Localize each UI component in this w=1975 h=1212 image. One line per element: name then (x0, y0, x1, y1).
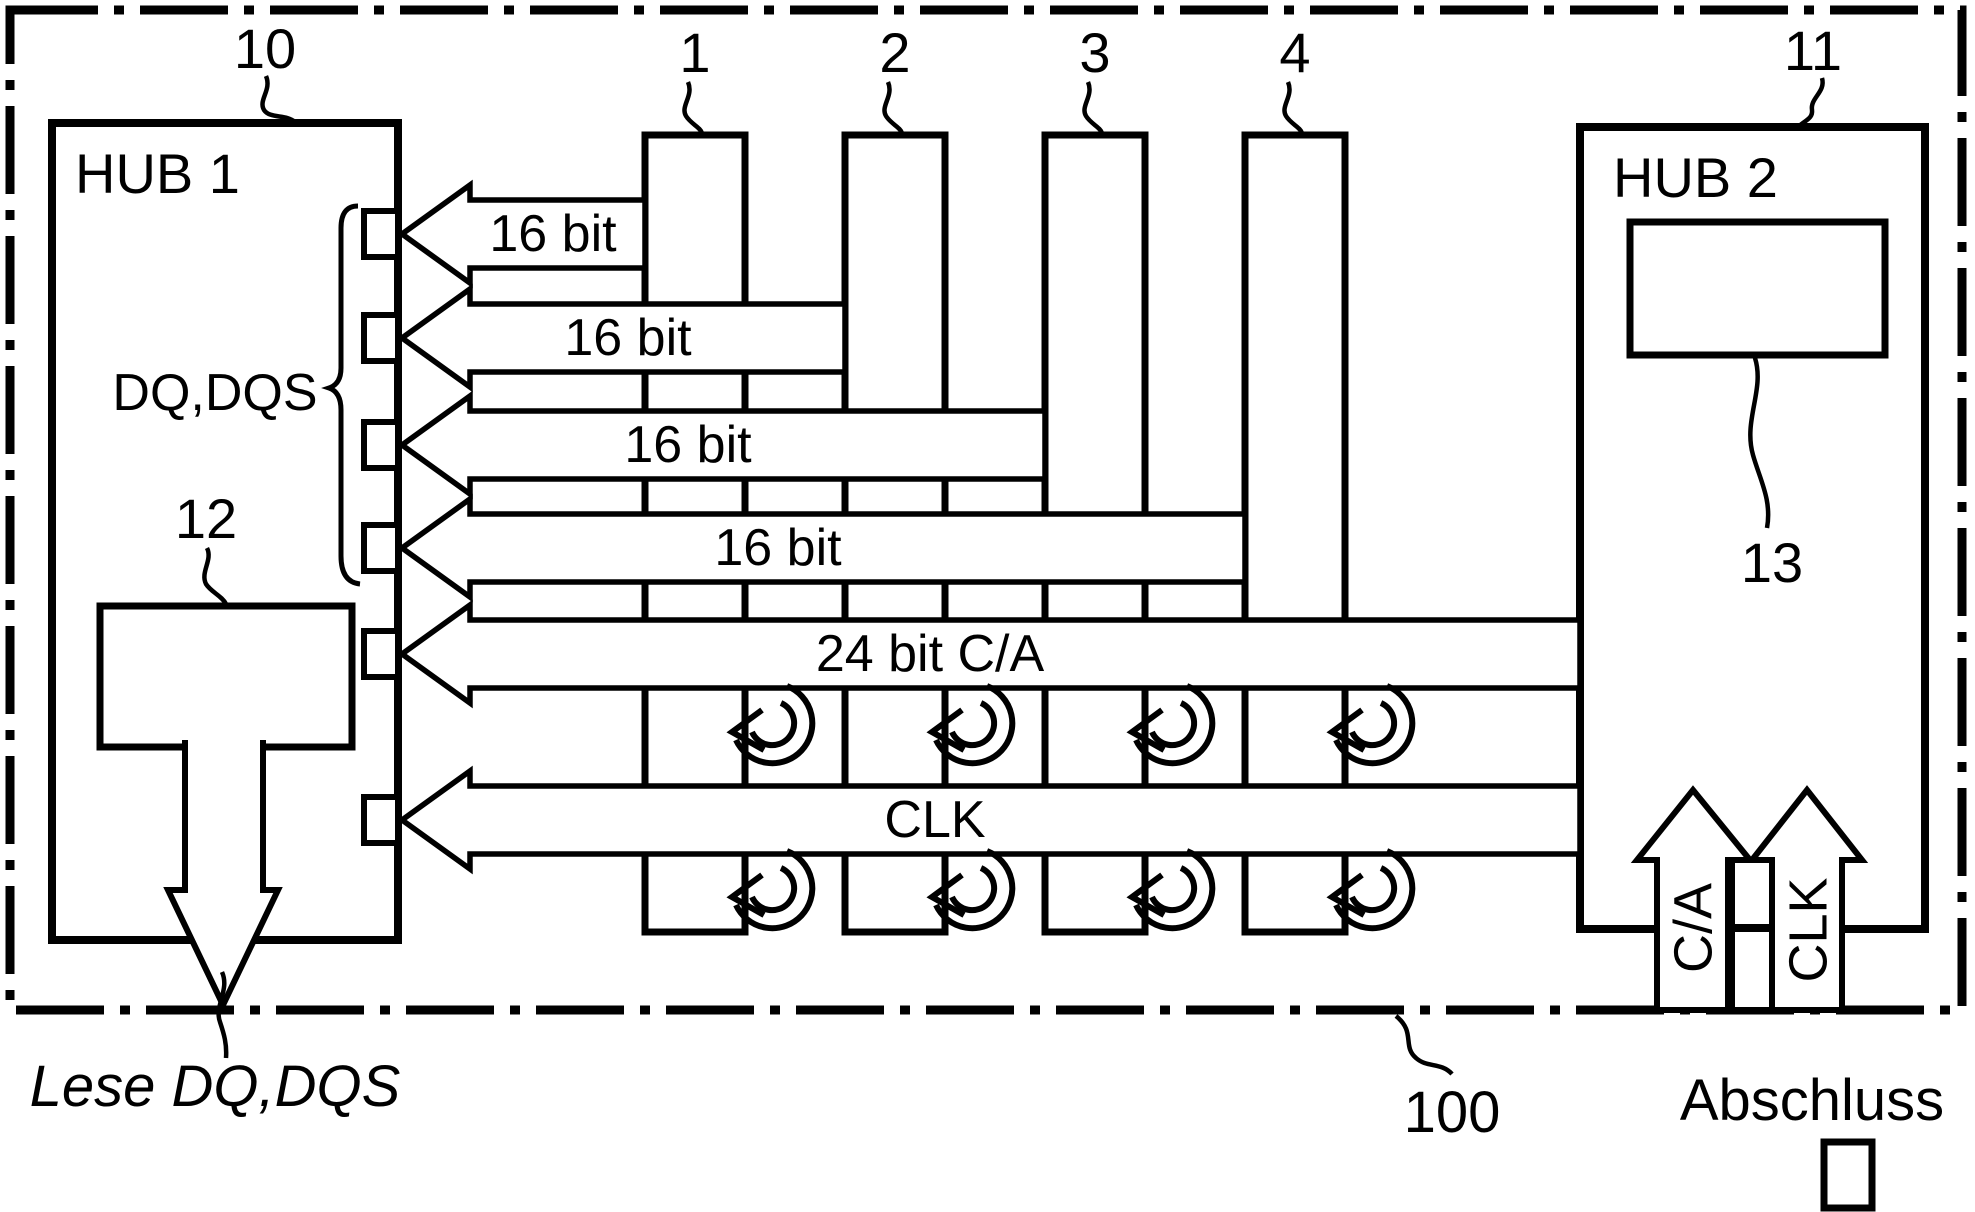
leader-module2 (882, 81, 905, 134)
bus1-arrow (397, 179, 648, 289)
leader-100 (1394, 1014, 1454, 1076)
loopback-arrow-r2-m2 (926, 848, 1016, 932)
pad-dq3 (361, 419, 401, 471)
loopback-arrow-r2-m4 (1326, 848, 1416, 932)
pad-dq1 (361, 208, 401, 260)
curl-stroke (1149, 700, 1198, 749)
loopback-arrows (726, 683, 1416, 932)
loopback-arrow-r1-m4 (1326, 683, 1416, 767)
leader-11 (1797, 77, 1825, 128)
memory-module-border (5, 5, 1967, 1015)
loopback-arrow-r1-m2 (926, 683, 1016, 767)
leader-read-label (216, 971, 229, 1059)
curl-stroke (1326, 707, 1366, 753)
termination-stub (1729, 857, 1775, 1013)
bus-clk-label: CLK (884, 791, 985, 849)
curl-stroke (926, 872, 966, 918)
hub2-title: HUB 2 (1613, 146, 1778, 209)
leader-13 (1748, 357, 1771, 529)
read-down-arrow (163, 740, 283, 1012)
curl-stroke (1333, 683, 1416, 767)
clk-up-arrow (1745, 785, 1869, 1013)
hub1-connector-pads (361, 208, 401, 846)
loopback-arrow-r2-m3 (1126, 848, 1216, 932)
curl-stroke (1133, 848, 1216, 932)
curl-stroke (1349, 865, 1398, 914)
curl-stroke (726, 707, 766, 753)
curl-stroke (1126, 872, 1166, 918)
loopback-arrow-r1-m1 (726, 683, 816, 767)
loopback-arrow-r1-m3 (1126, 683, 1216, 767)
curl-stroke (749, 865, 798, 914)
ref-13: 13 (1741, 531, 1803, 594)
bus2-arrow (397, 283, 848, 393)
termination-caption: Abschluss (1680, 1068, 1944, 1133)
curl-stroke (726, 872, 766, 918)
bus3-label: 16 bit (624, 416, 752, 474)
curl-stroke (1133, 683, 1216, 767)
curl-stroke (926, 707, 966, 753)
ref-module-4: 4 (1279, 21, 1310, 84)
bus2-label: 16 bit (564, 309, 692, 367)
ref-module-1: 1 (679, 21, 710, 84)
curl-stroke (949, 865, 998, 914)
curl-stroke (1349, 700, 1398, 749)
ref-11: 11 (1784, 19, 1842, 82)
termination-symbol (1820, 1138, 1876, 1212)
curl-stroke (733, 848, 816, 932)
dq-dqs-brace (321, 203, 361, 587)
ref-100: 100 (1404, 1080, 1501, 1145)
bus1-label: 16 bit (489, 205, 617, 263)
curl-stroke (933, 683, 1016, 767)
ref-module-2: 2 (879, 21, 910, 84)
pad-dq4 (361, 522, 401, 574)
curl-stroke (733, 683, 816, 767)
bus4-label: 16 bit (714, 519, 842, 577)
curl-stroke (1333, 848, 1416, 932)
ca-up-arrow-label: C/A (1663, 883, 1723, 973)
bus-clk-arrow (397, 765, 1583, 875)
leader-lines (202, 75, 1825, 1076)
leader-12 (202, 546, 229, 606)
pad-dq2 (361, 312, 401, 364)
leader-module1 (682, 81, 705, 134)
bus-ca-label: 24 bit C/A (816, 625, 1045, 683)
hub1-title: HUB 1 (75, 142, 240, 205)
bus-ca-arrow (397, 599, 1583, 709)
loopback-arrow-r2-m1 (726, 848, 816, 932)
leader-module3 (1082, 81, 1105, 134)
leader-module4 (1282, 81, 1305, 134)
leader-10 (260, 75, 297, 124)
clk-up-arrow-label: CLK (1778, 877, 1838, 982)
curl-stroke (949, 700, 998, 749)
curl-stroke (1149, 865, 1198, 914)
curl-stroke (1126, 707, 1166, 753)
ca-up-arrow (1630, 785, 1757, 1013)
hub1-inner-box (96, 602, 356, 751)
hub2-inner-box (1626, 218, 1889, 359)
ref-12: 12 (175, 487, 237, 550)
curl-stroke (1326, 872, 1366, 918)
bus4-arrow (397, 493, 1248, 603)
pad-ca (361, 628, 401, 680)
curl-stroke (933, 848, 1016, 932)
dq-dqs-label: DQ,DQS (112, 364, 317, 422)
bus3-arrow (397, 390, 1048, 500)
ref-10: 10 (234, 17, 296, 80)
ref-module-3: 3 (1079, 21, 1110, 84)
curl-stroke (749, 700, 798, 749)
pad-clk (361, 794, 401, 846)
read-caption: Lese DQ,DQS (30, 1054, 401, 1119)
bus-arrows (397, 179, 1583, 875)
